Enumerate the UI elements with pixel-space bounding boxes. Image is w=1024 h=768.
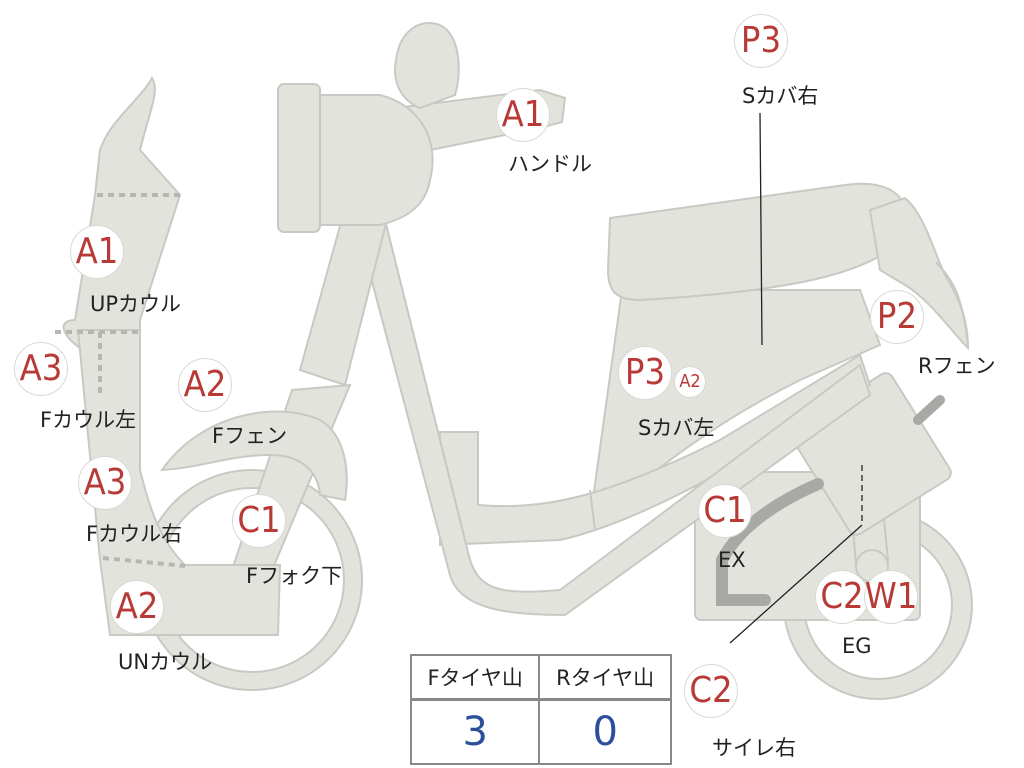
headlight xyxy=(277,83,321,233)
label-f-fork: Fフォク下 xyxy=(246,564,343,588)
table-header-row: Fタイヤ山 Rタイヤ山 xyxy=(411,655,671,701)
leader-siren-right xyxy=(729,524,863,644)
badge-un-cowl[interactable]: A2 xyxy=(110,580,164,634)
seat xyxy=(606,182,912,302)
badge-f-fender[interactable]: A2 xyxy=(178,358,232,412)
badge-up-cowl[interactable]: A1 xyxy=(70,225,124,279)
badge-s-cover-right[interactable]: P3 xyxy=(734,14,788,68)
badge-siren-right[interactable]: C2 xyxy=(684,664,738,718)
label-s-cover-left: Sカバ左 xyxy=(638,416,715,440)
up-cowl-shape xyxy=(62,76,182,362)
front-fender-shape xyxy=(160,410,348,502)
badge-eg-c[interactable]: C2 xyxy=(815,570,869,624)
badge-f-cowl-left[interactable]: A3 xyxy=(14,342,68,396)
value-f-tyre[interactable]: 3 xyxy=(462,709,488,755)
exhaust-pipe xyxy=(716,478,824,606)
label-f-cowl-left: Fカウル左 xyxy=(40,408,137,432)
badge-eg-w[interactable]: W1 xyxy=(864,570,918,624)
step-floor xyxy=(439,353,872,547)
badge-f-fork[interactable]: C1 xyxy=(232,494,286,548)
badge-handle[interactable]: A1 xyxy=(496,88,550,142)
header-r-tyre: Rタイヤ山 xyxy=(538,655,671,701)
header-f-tyre: Fタイヤ山 xyxy=(411,655,540,701)
label-r-fender: Rフェン xyxy=(918,354,996,378)
badge-ex[interactable]: C1 xyxy=(698,484,752,538)
frame-tube xyxy=(343,166,872,617)
label-eg: EG xyxy=(842,634,872,658)
badge-r-fender[interactable]: P2 xyxy=(870,290,924,344)
leader-s-cover-right xyxy=(759,112,763,346)
label-handle: ハンドル xyxy=(508,152,592,176)
label-f-cowl-right: Fカウル右 xyxy=(86,522,183,546)
table-row: 3 0 xyxy=(411,699,671,764)
badge-f-cowl-right[interactable]: A3 xyxy=(78,456,132,510)
tyre-tread-table: Fタイヤ山 Rタイヤ山 3 0 xyxy=(410,654,672,765)
badge-s-cover-left[interactable]: P3 xyxy=(618,346,672,400)
value-r-tyre[interactable]: 0 xyxy=(538,699,671,764)
label-f-fender: Fフェン xyxy=(212,424,288,448)
label-up-cowl: UPカウル xyxy=(90,292,182,316)
mirror xyxy=(394,22,460,110)
label-s-cover-right: Sカバ右 xyxy=(742,84,819,108)
badge-s-cover-left-alt[interactable]: A2 xyxy=(674,366,706,398)
label-siren-right: サイレ右 xyxy=(712,736,796,760)
label-un-cowl: UNカウル xyxy=(118,650,213,674)
handle-cover xyxy=(299,94,434,226)
label-ex: EX xyxy=(718,548,746,572)
